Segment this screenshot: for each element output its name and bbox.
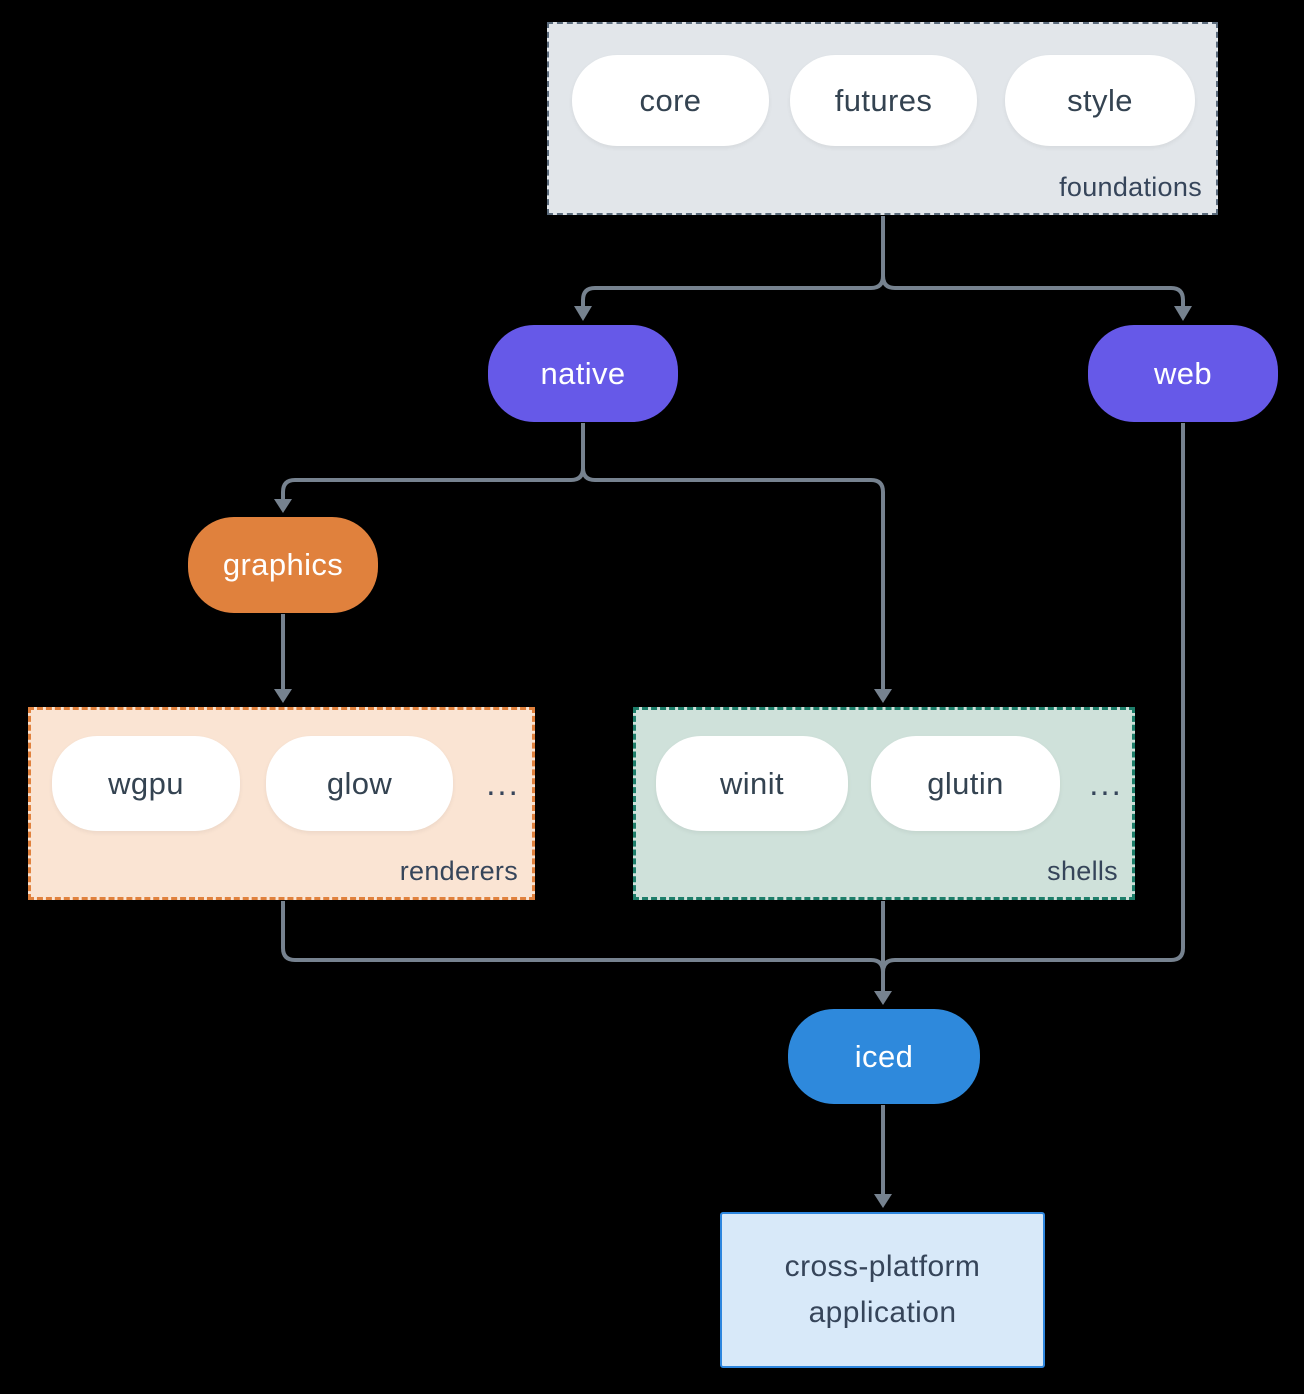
arrow-foundations-to-native <box>581 216 885 306</box>
node-web: web <box>1088 325 1278 422</box>
node-core: core <box>572 55 769 146</box>
node-glutin-label: glutin <box>927 765 1004 801</box>
node-glow: glow <box>266 736 453 831</box>
arrowhead-web <box>1174 306 1192 321</box>
arrow-native-to-graphics <box>281 423 585 499</box>
arrowhead-graphics <box>274 499 292 513</box>
shells-group: winit glutin ... shells <box>633 707 1135 900</box>
arrowhead-iced <box>874 991 892 1005</box>
shells-ellipsis: ... <box>1089 764 1123 802</box>
node-native: native <box>488 325 678 422</box>
node-futures: futures <box>790 55 977 146</box>
node-graphics-label: graphics <box>222 547 344 582</box>
arrowhead-application <box>874 1194 892 1208</box>
arrow-renderers-to-iced <box>281 901 885 982</box>
node-iced-label: iced <box>854 1038 914 1074</box>
renderers-group: wgpu glow ... renderers <box>28 707 535 900</box>
arrow-foundations-to-web <box>881 216 1185 306</box>
node-style-label: style <box>1067 82 1133 118</box>
node-winit-label: winit <box>719 765 784 801</box>
arrowhead-shells <box>874 689 892 703</box>
node-wgpu-label: wgpu <box>108 765 184 801</box>
node-wgpu: wgpu <box>52 736 240 831</box>
node-graphics: graphics <box>188 517 378 613</box>
foundations-group-label: foundations <box>1059 172 1202 202</box>
renderers-ellipsis: ... <box>486 764 520 802</box>
node-native-label: native <box>540 355 626 391</box>
node-style: style <box>1005 55 1195 146</box>
arrow-native-to-shells <box>581 423 885 689</box>
cross-platform-application-label: cross-platform application <box>784 1250 981 1329</box>
arrowhead-native <box>574 306 592 321</box>
foundations-group: core futures style foundations <box>547 22 1218 215</box>
node-iced: iced <box>788 1009 980 1104</box>
shells-group-label: shells <box>1047 856 1118 886</box>
node-glow-label: glow <box>326 765 393 801</box>
node-web-label: web <box>1153 355 1213 391</box>
node-core-label: core <box>639 82 702 118</box>
renderers-group-label: renderers <box>399 856 518 886</box>
node-glutin: glutin <box>871 736 1060 831</box>
node-winit: winit <box>656 736 848 831</box>
node-futures-label: futures <box>834 82 933 118</box>
cross-platform-application-box: cross-platform application <box>720 1212 1045 1368</box>
arrowhead-renderers <box>274 689 292 703</box>
